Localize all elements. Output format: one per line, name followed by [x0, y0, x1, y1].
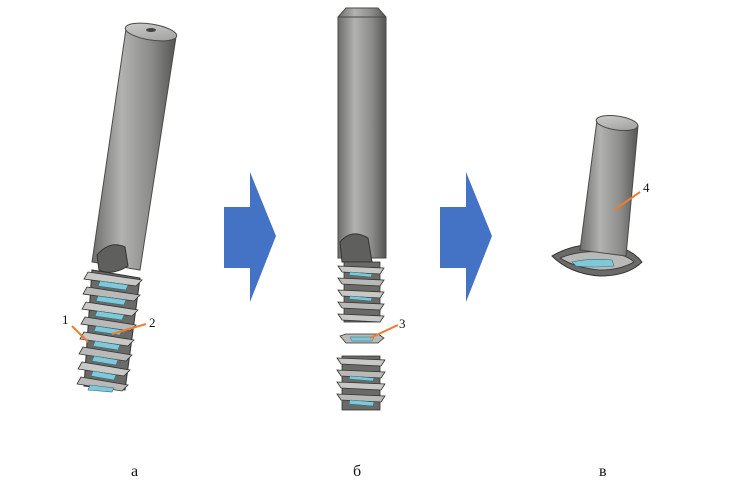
- callout-2: 2: [149, 315, 156, 330]
- leader-2: [111, 323, 147, 335]
- figure-a: 1 2: [62, 22, 178, 393]
- thread-b-lower: [336, 355, 386, 411]
- leader-4: [613, 191, 641, 211]
- callout-1: 1: [62, 312, 69, 327]
- caption-c: в: [599, 463, 607, 480]
- figure-c: 4: [551, 114, 650, 277]
- tap-a: [76, 22, 178, 393]
- caption-b: б: [353, 463, 361, 480]
- rod-c: [551, 114, 643, 277]
- callout-4: 4: [643, 180, 650, 195]
- caption-a: а: [131, 463, 138, 480]
- process-arrow-1: [224, 172, 276, 302]
- process-arrow-2: [440, 172, 492, 302]
- figure-b: 3: [336, 7, 406, 411]
- tap-b: [336, 7, 387, 411]
- thread-a: [76, 269, 143, 393]
- callout-3: 3: [399, 316, 406, 331]
- thread-b-upper: [337, 261, 385, 323]
- leader-3: [369, 324, 399, 339]
- leader-1: [71, 325, 89, 343]
